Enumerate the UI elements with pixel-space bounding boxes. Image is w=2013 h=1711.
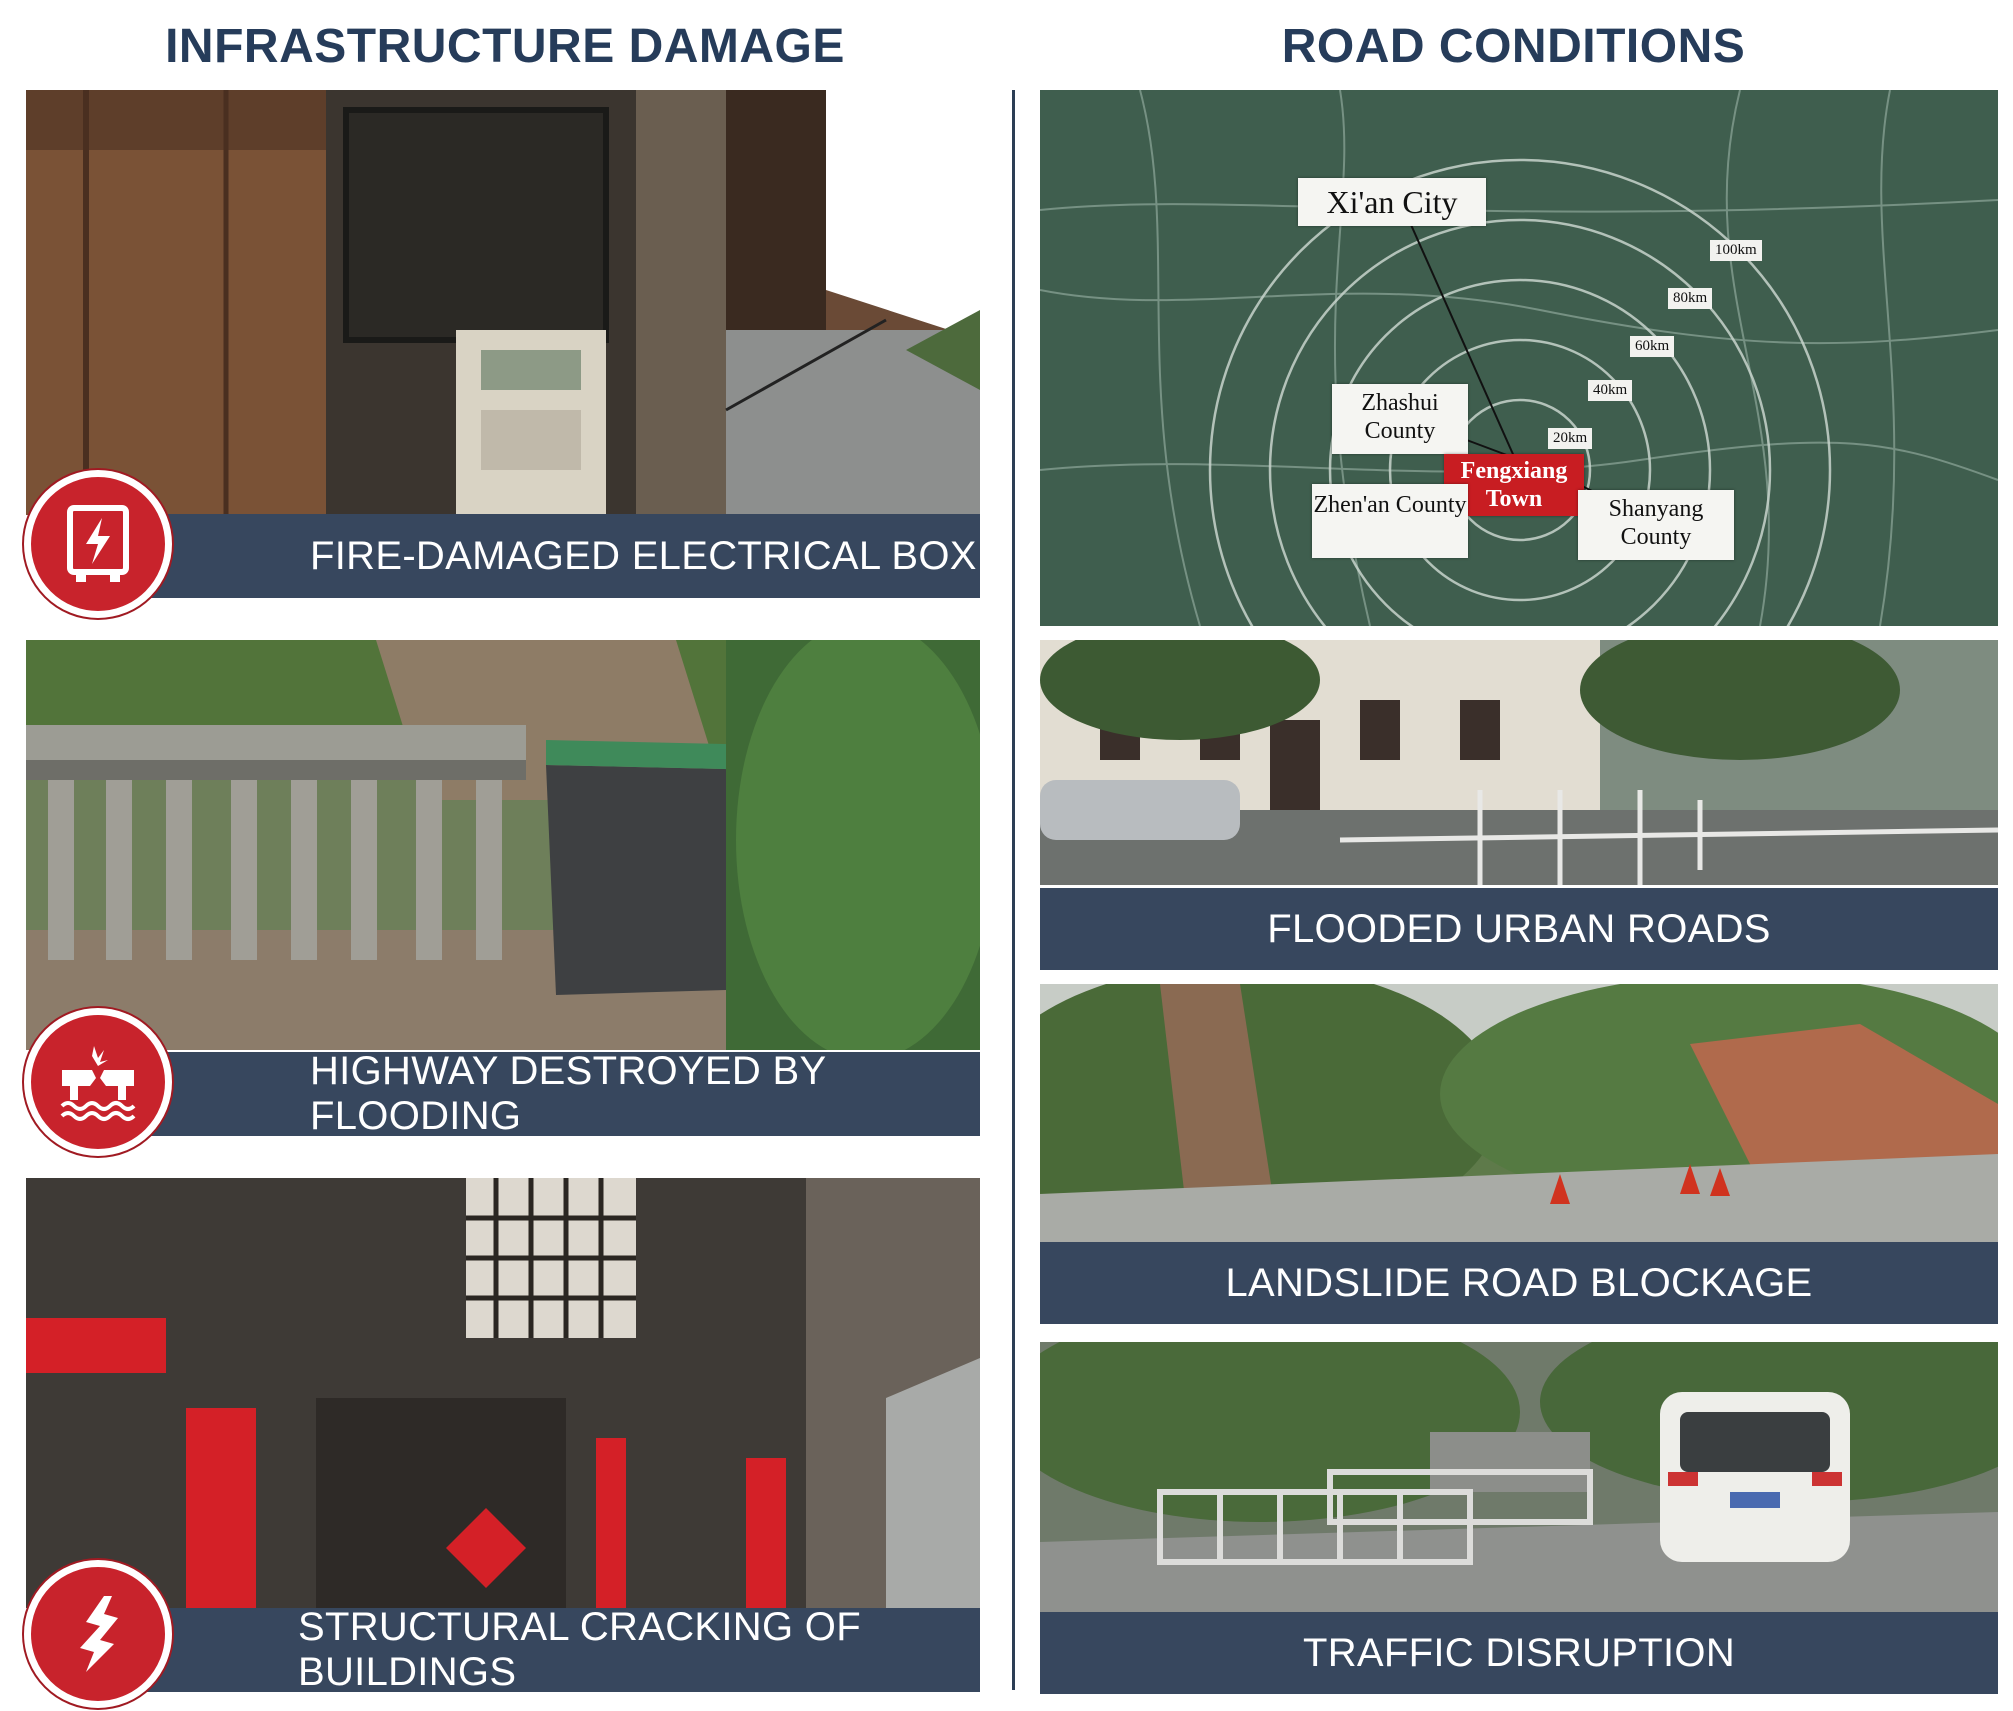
caption-electrical-box: FIRE-DAMAGED ELECTRICAL BOX (310, 533, 977, 578)
road-conditions-title: ROAD CONDITIONS (1281, 19, 1746, 73)
highway-badge (24, 1008, 172, 1156)
column-divider (1012, 90, 1015, 1690)
caption-traffic: TRAFFIC DISRUPTION (1302, 1630, 1736, 1675)
caption-banner-electrical-box: FIRE-DAMAGED ELECTRICAL BOX (140, 514, 980, 598)
caption-flooded-roads: FLOODED URBAN ROADS (1267, 906, 1771, 951)
road-map (1040, 90, 1998, 626)
map-label-city: Xi'an City (1298, 178, 1486, 226)
caption-banner-highway: HIGHWAY DESTROYED BY FLOODING (140, 1049, 980, 1138)
electrical-box-photo (26, 90, 980, 515)
map-label-zhenan: Zhen'an County (1312, 484, 1468, 558)
caption-landslide: LANDSLIDE ROAD BLOCKAGE (1225, 1260, 1813, 1305)
caption-banner-building: STRUCTURAL CRACKING OF BUILDINGS (140, 1605, 980, 1694)
flooded-roads-photo (1040, 640, 1998, 885)
highway-photo (26, 640, 980, 1050)
traffic-photo (1040, 1342, 1998, 1612)
caption-highway: HIGHWAY DESTROYED BY FLOODING (310, 1049, 826, 1138)
map-label-zhashui: Zhashui County (1332, 384, 1468, 454)
ring-label-60km: 60km (1630, 336, 1675, 357)
ring-label-80km: 80km (1668, 288, 1713, 309)
ring-label-40km: 40km (1588, 380, 1633, 401)
building-badge (24, 1560, 172, 1708)
caption-building: STRUCTURAL CRACKING OF BUILDINGS (298, 1605, 861, 1694)
ring-label-100km: 100km (1710, 240, 1762, 261)
landslide-photo (1040, 984, 1998, 1242)
map-label-shanyang: Shanyang County (1578, 490, 1734, 560)
ring-label-20km: 20km (1548, 428, 1593, 449)
electrical-box-lightning-icon (67, 505, 129, 582)
building-photo (26, 1178, 980, 1608)
broken-bridge-water-icon (60, 1046, 136, 1121)
electrical-box-badge (24, 470, 172, 618)
caption-banner-landslide: LANDSLIDE ROAD BLOCKAGE (1040, 1242, 1998, 1324)
crack-icon (80, 1596, 118, 1672)
caption-banner-traffic: TRAFFIC DISRUPTION (1040, 1612, 1998, 1694)
caption-banner-flooded-roads: FLOODED URBAN ROADS (1040, 888, 1998, 970)
infrastructure-damage-title: INFRASTRUCTURE DAMAGE (165, 19, 845, 73)
